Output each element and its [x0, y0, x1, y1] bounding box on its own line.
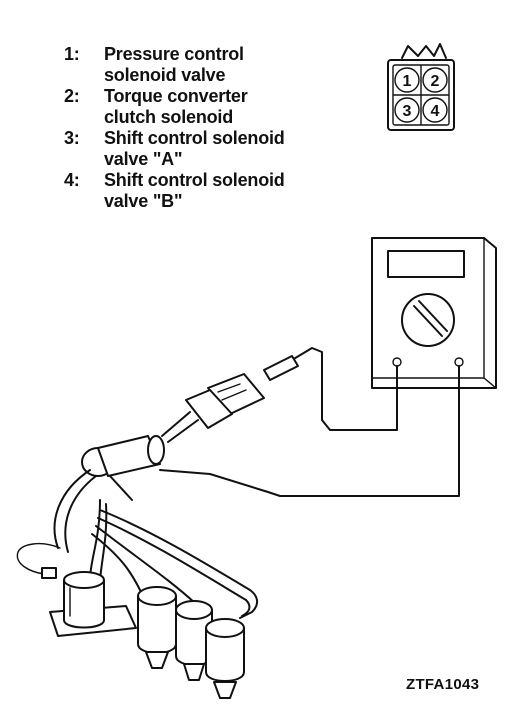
harness-wire: [97, 517, 247, 601]
harness-lead: [161, 411, 199, 443]
solenoid-top: [175, 600, 213, 620]
legend-number: 3:: [64, 128, 80, 148]
solenoid-pressure-control: [49, 571, 137, 637]
pigtail-wire: [16, 542, 61, 575]
harness-connector: [161, 373, 265, 443]
solenoid-top: [205, 618, 245, 638]
sensor-bracket: [109, 475, 133, 501]
pin-label: 3: [403, 103, 412, 120]
harness-wire: [53, 469, 91, 549]
harness-sensor: [81, 435, 165, 501]
connector-face: 1 2 3 4: [387, 43, 455, 131]
pigtail-terminal: [41, 567, 57, 579]
harness-wire: [99, 509, 251, 591]
legend-label: Shift control solenoid valve "A": [104, 128, 285, 169]
legend-label: Shift control solenoid valve "B": [104, 170, 285, 211]
legend-number: 1:: [64, 44, 80, 64]
solenoid-body: [205, 627, 245, 682]
legend-number: 4:: [64, 170, 80, 190]
connector-housing: [387, 59, 455, 131]
harness-wire: [91, 533, 141, 591]
legend-item-1: 1: Pressure control solenoid valve: [64, 44, 364, 86]
connector-inner-frame: [392, 64, 450, 126]
harness-wire: [95, 525, 197, 605]
solenoid-top: [137, 586, 177, 606]
harness-wire: [64, 475, 97, 553]
meter-dial-pointer: [413, 300, 448, 337]
sensor-collar: [147, 435, 165, 465]
pin-label: 2: [431, 73, 440, 90]
solenoid-body: [63, 579, 105, 629]
legend-number: 2:: [64, 86, 80, 106]
solenoid-top: [63, 571, 105, 589]
figure-code: ZTFA1043: [406, 676, 480, 693]
legend-item-2: 2: Torque converter clutch solenoid: [64, 86, 364, 128]
connector-latch: [401, 43, 447, 59]
connector-ribs: [217, 383, 247, 401]
connector-pin-2: 2: [422, 67, 448, 93]
pin-label: 1: [403, 73, 412, 90]
test-lead-2: [159, 365, 460, 497]
solenoid-shift-b: [205, 618, 245, 699]
solenoid-nozzle: [183, 663, 205, 681]
sensor-body: [97, 435, 161, 477]
legend-item-3: 3: Shift control solenoid valve "A": [64, 128, 364, 170]
multimeter: [371, 237, 497, 389]
meter-dial: [401, 293, 455, 347]
connector-pin-4: 4: [422, 97, 448, 123]
meter-probe-jack: [392, 357, 402, 367]
solenoid-torque-converter: [137, 586, 177, 669]
meter-body: [371, 237, 497, 389]
harness-wire: [241, 599, 251, 617]
test-lead-1: [291, 347, 398, 431]
connector-socket: [185, 389, 233, 429]
legend-label: Pressure control solenoid valve: [104, 44, 244, 85]
meter-body-edge: [371, 237, 497, 389]
connector-pin-1: 1: [394, 67, 420, 93]
harness-wire: [239, 589, 258, 619]
legend-item-4: 4: Shift control solenoid valve "B": [64, 170, 364, 212]
connector-pin-3: 3: [394, 97, 420, 123]
solenoid-nozzle: [213, 681, 237, 699]
legend-label: Torque converter clutch solenoid: [104, 86, 248, 127]
solenoid-shift-a: [175, 600, 213, 681]
probe-tip: [263, 355, 299, 381]
solenoid-nozzle: [145, 651, 169, 669]
meter-probe-jack: [454, 357, 464, 367]
meter-display: [387, 250, 465, 278]
pin-label: 4: [431, 103, 440, 120]
component-legend: 1: Pressure control solenoid valve 2: To…: [64, 44, 364, 212]
